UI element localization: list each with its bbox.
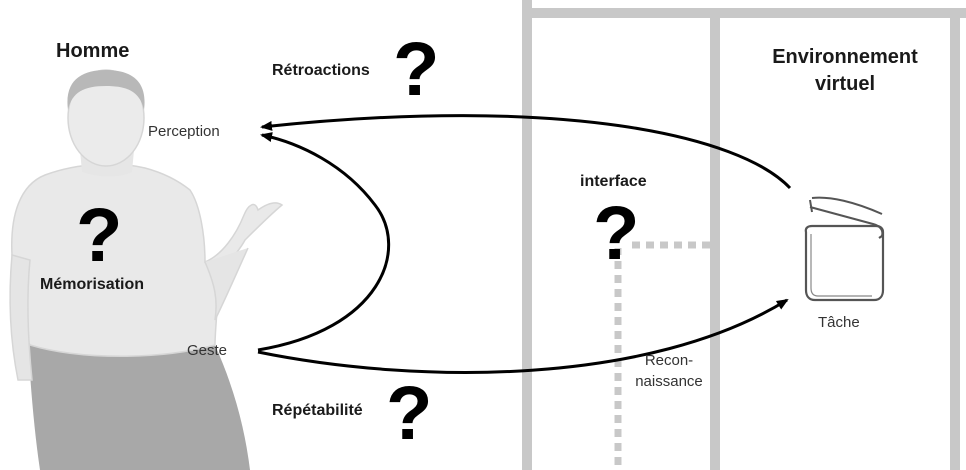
memorization-arrow	[257, 132, 391, 352]
recognition-label-line1: Recon-	[644, 352, 694, 369]
interface-panel	[522, 0, 966, 470]
task-box-icon	[804, 196, 885, 302]
feedback-arrow	[260, 114, 792, 190]
memorization-label: Mémorisation	[40, 276, 145, 293]
human-label: Homme	[56, 40, 130, 62]
repeatability-label: Répétabilité	[272, 402, 363, 419]
gesture-arrow	[257, 298, 789, 374]
environment-label-line2: virtuel	[814, 73, 876, 95]
recognition-label-line2: naissance	[635, 373, 703, 390]
human-figure	[9, 69, 284, 470]
memorization-question-mark: ?	[76, 193, 123, 278]
recognition-label: Recon- naissance	[628, 352, 710, 390]
task-label: Tâche	[818, 314, 860, 331]
perception-label: Perception	[148, 123, 220, 140]
interface-question-mark: ?	[593, 191, 640, 276]
feedback-question-mark: ?	[393, 27, 440, 112]
environment-label-line1: Environnement	[772, 46, 918, 68]
gesture-label: Geste	[187, 342, 228, 359]
feedback-label: Rétroactions	[272, 62, 370, 79]
environment-label: Environnement virtuel	[745, 46, 945, 96]
interface-label: interface	[580, 173, 647, 190]
repeatability-question-mark: ?	[386, 371, 433, 456]
